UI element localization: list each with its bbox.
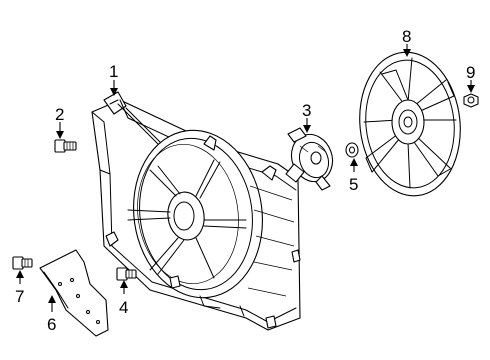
bolt-part-2: [54, 139, 77, 153]
leader-5: [350, 158, 358, 172]
fan-motor: [285, 127, 334, 191]
leader-6: [48, 295, 56, 312]
washer-part-5: [345, 142, 359, 158]
callout-6: 6: [47, 315, 56, 334]
bracket-part-6: [39, 249, 109, 337]
leader-9: [467, 80, 475, 93]
nut-part-9: [463, 93, 479, 108]
callout-9: 9: [466, 63, 475, 82]
callout-2: 2: [55, 105, 64, 124]
leader-2: [56, 122, 64, 139]
callout-3: 3: [302, 101, 311, 120]
callout-1: 1: [109, 62, 118, 81]
bolt-part-7: [12, 256, 33, 270]
callout-7: 7: [15, 287, 24, 306]
bolt-part-4: [116, 267, 137, 281]
leader-4: [120, 280, 128, 294]
callout-5: 5: [349, 175, 358, 194]
leader-3: [303, 118, 311, 133]
leader-1: [110, 80, 118, 96]
fan-blade: [359, 51, 461, 197]
leader-8: [403, 44, 411, 57]
leader-7: [16, 270, 24, 284]
callout-4: 4: [119, 298, 128, 317]
fan-shroud: [91, 91, 301, 331]
callout-8: 8: [402, 27, 411, 46]
